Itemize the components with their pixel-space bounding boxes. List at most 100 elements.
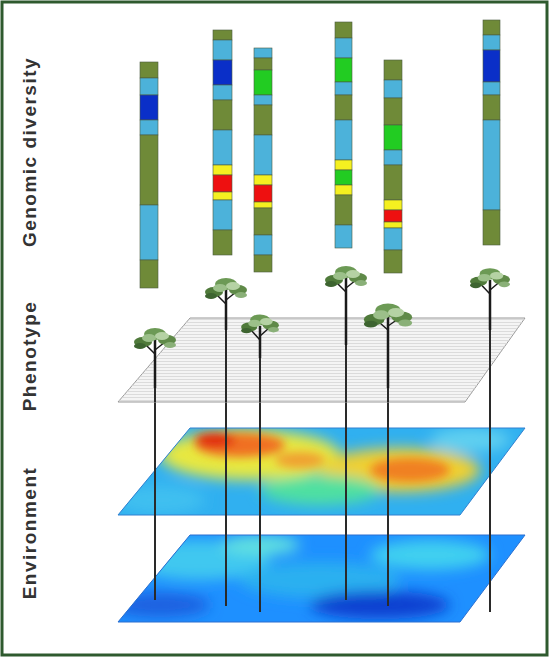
chromosome-band [213, 230, 232, 255]
layer-label: Phenotype [19, 301, 41, 412]
planes [110, 420, 530, 630]
tree-canopy [235, 292, 247, 298]
tree-canopy [226, 282, 240, 290]
chromosome-band [213, 165, 232, 175]
chromosome-band [384, 125, 402, 150]
chromosome-band [384, 60, 402, 80]
tree-trunk [154, 340, 157, 388]
chromosome-band [335, 82, 352, 95]
chromosome-band [254, 175, 272, 185]
chromosome-band [213, 30, 232, 40]
pole [154, 402, 156, 600]
chromosome-band [140, 205, 158, 260]
chromosome-band [483, 82, 500, 95]
pole [387, 388, 389, 402]
tree-canopy [213, 284, 227, 292]
chromosome-band [140, 260, 158, 288]
trees [134, 266, 510, 388]
pole [225, 330, 227, 402]
tree-canopy [142, 334, 156, 342]
layer-label: Environment [19, 467, 41, 600]
chromosome-band [335, 185, 352, 195]
chromosome-band [140, 95, 158, 120]
chromosome-band [335, 120, 352, 160]
chromosome-band [213, 60, 232, 85]
tree-canopy [205, 293, 217, 299]
chromosome-band [254, 255, 272, 272]
tree-canopy [490, 272, 503, 280]
chromosome-band [384, 250, 402, 273]
chromosomes [140, 20, 500, 288]
chromosome-band [254, 208, 272, 235]
pole [345, 345, 347, 402]
chromosome-band [384, 98, 402, 125]
chromosome-band [335, 38, 352, 58]
chromosome-band [213, 192, 232, 200]
tree-canopy [268, 327, 279, 332]
tree-branch [251, 330, 260, 340]
pole [489, 402, 491, 612]
tree-canopy [134, 343, 146, 349]
pole [154, 388, 156, 402]
chromosome-band [384, 165, 402, 200]
chromosome-band [213, 200, 232, 230]
chromosome-band [254, 95, 272, 105]
chromosome-band [254, 70, 272, 95]
chromosome-band [384, 150, 402, 165]
tree-canopy [346, 270, 360, 278]
chromosome-band [384, 200, 402, 210]
tree-trunk [387, 316, 390, 388]
chromosome-band [254, 135, 272, 175]
chromosome-band [213, 40, 232, 60]
chromosome-band [254, 235, 272, 255]
chromosome-band [140, 62, 158, 78]
chromosome-band [213, 130, 232, 165]
poles-upper [155, 330, 490, 402]
chromosome-band [254, 48, 272, 58]
phenotype-plane-hatch [118, 318, 525, 402]
chromosome-band [335, 22, 352, 38]
tree-canopy [164, 342, 176, 348]
environment-map-lower [110, 530, 530, 630]
chromosome-band [384, 210, 402, 222]
chromosome-band [335, 58, 352, 82]
chromosome-band [483, 20, 500, 35]
chromosome-band [254, 105, 272, 135]
chromosome-band [483, 50, 500, 82]
pole [259, 358, 261, 402]
pole [345, 402, 347, 600]
pole [259, 402, 261, 612]
chromosome-band [254, 185, 272, 202]
chromosome-band [254, 58, 272, 70]
tree-trunk [225, 290, 228, 330]
pole [387, 402, 389, 606]
chromosome-band [483, 95, 500, 120]
chromosome-band [384, 222, 402, 228]
tree-canopy [364, 321, 378, 328]
layer-label: Genomic diversity [19, 57, 41, 247]
chromosome-band [483, 210, 500, 245]
tree-canopy [248, 320, 261, 327]
tree-trunk [259, 326, 262, 358]
environment-map-upper [110, 420, 530, 520]
chromosome-band [384, 80, 402, 98]
tree-canopy [325, 281, 337, 287]
poles [155, 402, 490, 612]
tree-canopy [499, 282, 510, 288]
tree-canopy [470, 282, 481, 288]
tree-canopy [241, 328, 252, 333]
tree-canopy [373, 310, 389, 319]
tree-canopy [260, 318, 273, 325]
chromosome-band [140, 78, 158, 95]
tree-canopy [355, 280, 367, 286]
tree-canopy [388, 308, 404, 317]
chromosome-band [213, 175, 232, 192]
pole [489, 330, 491, 402]
phenotype-plane [118, 318, 525, 402]
chromosome-band [384, 228, 402, 250]
chromosome-band [335, 95, 352, 120]
chromosome-band [335, 170, 352, 185]
chromosome-band [335, 195, 352, 225]
chromosome-band [335, 225, 352, 248]
